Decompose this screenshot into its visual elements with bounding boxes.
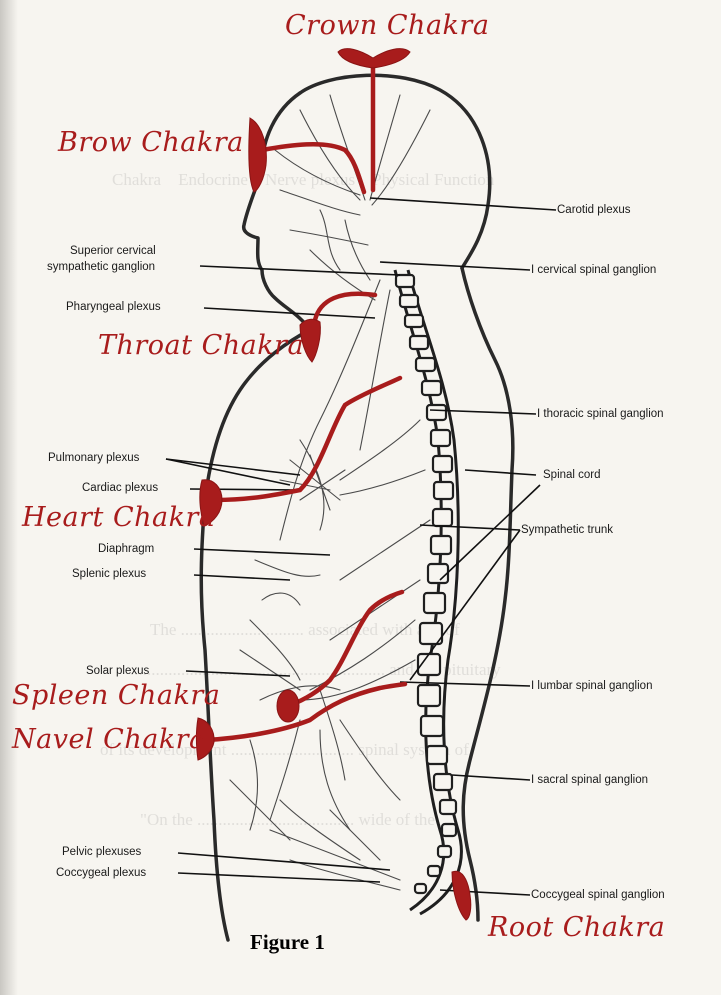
root-chakra-label: Root Chakra: [488, 912, 665, 943]
chakra-channels: [207, 65, 405, 740]
crown-chakra-label: Crown Chakra: [285, 10, 489, 41]
diaphragm-label: Diaphragm: [98, 542, 154, 556]
heart-chakra-label: Heart Chakra: [22, 502, 215, 533]
leader-lines: [166, 198, 556, 895]
root-chakra-node: [452, 871, 471, 920]
sympathetic-trunk-label: Sympathetic trunk: [521, 523, 613, 537]
solar-plexus-label: Solar plexus: [86, 664, 149, 678]
pulmonary-plexus-label: Pulmonary plexus: [48, 451, 139, 465]
coccygeal-ganglion-label: Coccygeal spinal ganglion: [531, 888, 665, 902]
cervical-ganglion-label: I cervical spinal ganglion: [531, 263, 656, 277]
sympathetic-ganglion-label: sympathetic ganglion: [47, 260, 155, 274]
nerve-network: [230, 95, 430, 890]
superior-cervical-label: Superior cervical: [70, 244, 156, 258]
cardiac-plexus-label: Cardiac plexus: [82, 481, 158, 495]
lumbar-ganglion-label: I lumbar spinal ganglion: [531, 679, 652, 693]
splenic-plexus-label: Splenic plexus: [72, 567, 146, 581]
navel-channel: [207, 684, 405, 740]
brow-chakra-label: Brow Chakra: [58, 127, 244, 158]
spleen-chakra-label: Spleen Chakra: [12, 680, 220, 711]
pharyngeal-plexus-label: Pharyngeal plexus: [66, 300, 161, 314]
spinal-column: [395, 270, 461, 914]
carotid-plexus-label: Carotid plexus: [557, 203, 631, 217]
throat-chakra-label: Throat Chakra: [98, 330, 304, 361]
sacral-ganglion-label: I sacral spinal ganglion: [531, 773, 648, 787]
crown-chakra-node: [338, 49, 410, 68]
spinal-cord-label: Spinal cord: [543, 468, 601, 482]
coccygeal-plexus-label: Coccygeal plexus: [56, 866, 146, 880]
figure-caption: Figure 1: [250, 930, 325, 955]
pelvic-plexuses-label: Pelvic plexuses: [62, 845, 141, 859]
brow-chakra-node: [249, 118, 267, 192]
thoracic-ganglion-label: I thoracic spinal ganglion: [537, 407, 664, 421]
navel-chakra-label: Navel Chakra: [12, 724, 206, 755]
heart-channel: [215, 378, 400, 500]
spleen-chakra-node: [277, 690, 299, 722]
